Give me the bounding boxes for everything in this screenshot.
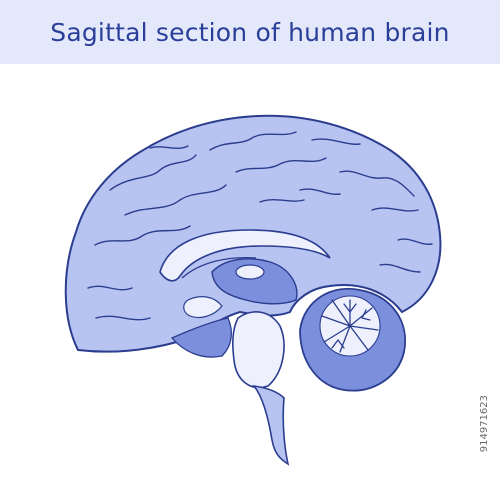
diagram-title: Sagittal section of human brain: [50, 17, 450, 47]
third-ventricle: [235, 264, 265, 280]
hypothalamus: [183, 296, 223, 319]
pons: [232, 311, 285, 389]
fornix: [181, 256, 257, 279]
stock-watermark: 914971623: [479, 395, 490, 453]
arbor-branches: [321, 299, 379, 353]
temporal-region: [170, 317, 233, 358]
corpus-callosum: [159, 229, 331, 282]
sulci-lines: [87, 131, 433, 321]
thalamus: [211, 258, 298, 305]
title-band: Sagittal section of human brain: [0, 0, 500, 64]
brainstem: [252, 384, 290, 466]
